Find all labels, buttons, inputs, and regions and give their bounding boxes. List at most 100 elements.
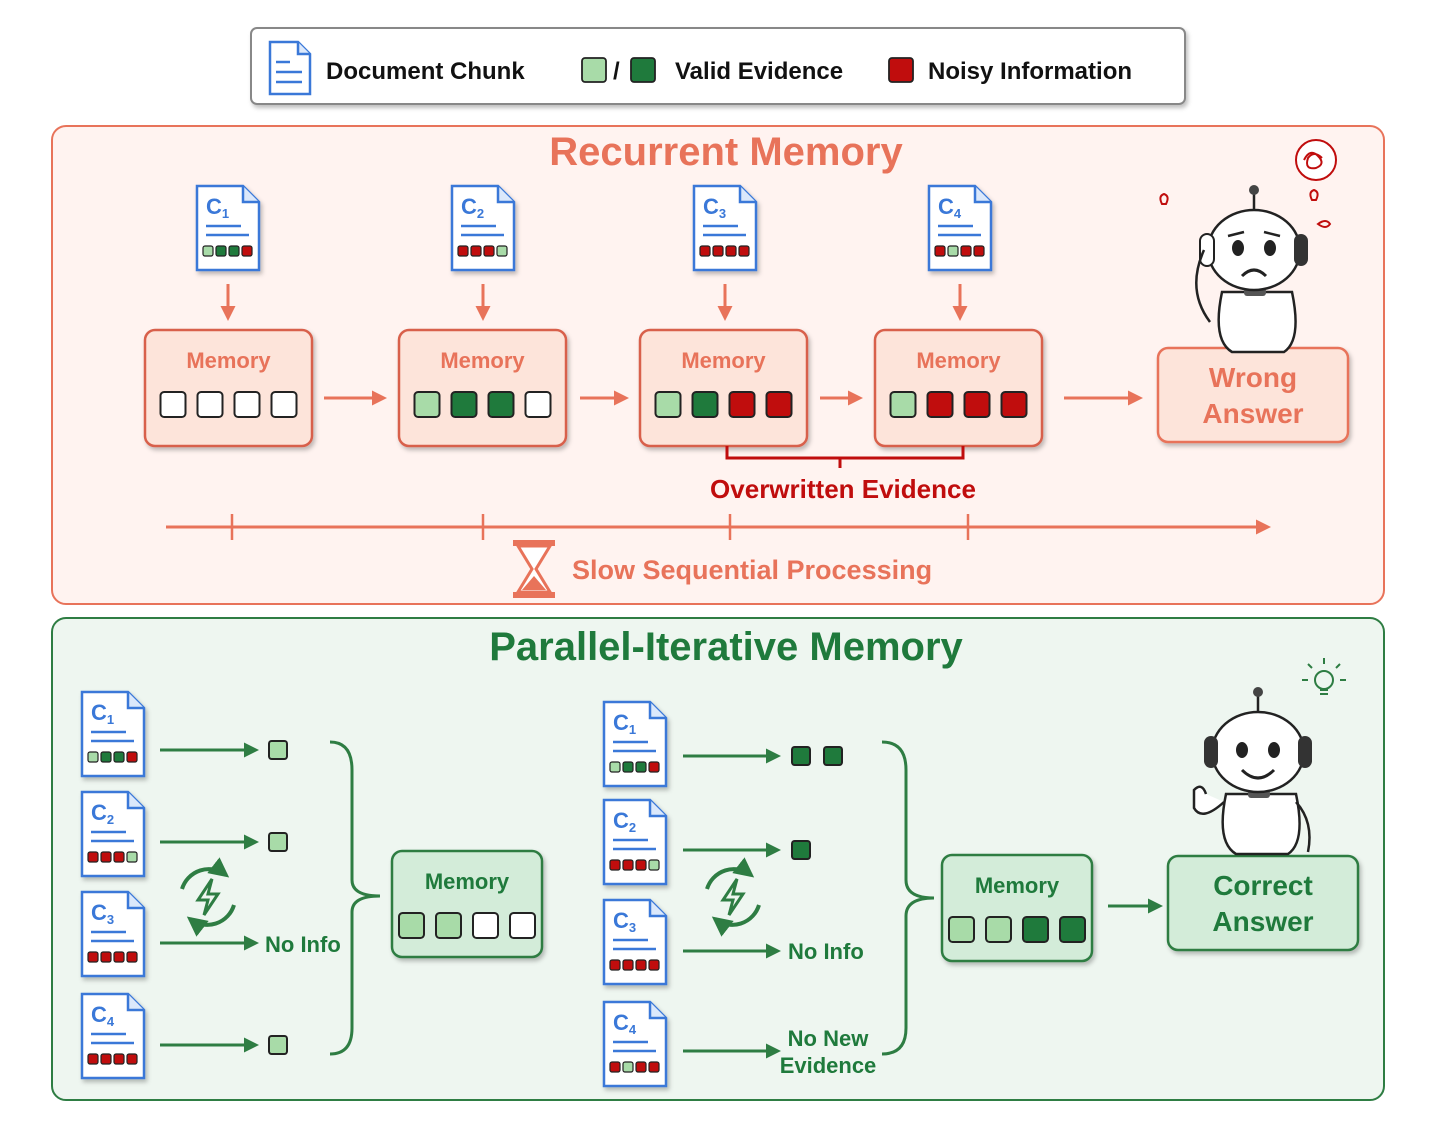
memory-slot [472,912,499,939]
chunk-letter: C [91,700,107,725]
memory-slot [926,391,954,418]
robot-frown [1240,268,1268,278]
parallel-sync-icon [180,857,236,937]
lightning-icon [195,878,221,916]
memory-slot [1059,916,1086,943]
chunk-label: C3 [613,908,636,935]
parallel-panel-bg [51,617,1385,1101]
chunk-evidence-cell [126,951,138,963]
chunk-letter: C [91,1002,107,1027]
merge-brace [329,740,381,1056]
extracted-evidence-cell [823,746,843,766]
chunk-evidence-cell [87,1053,99,1065]
chunk-subscript: 1 [629,722,636,737]
chunk-label: C2 [613,808,636,835]
chunk-subscript: 2 [107,812,114,827]
chunk-evidence-cell [622,1061,634,1073]
answer-box-bg [1166,854,1360,952]
document-chunk-icon: C4 [927,184,993,272]
document-chunk-icon: C4 [80,992,146,1080]
memory-box-bg [390,849,544,959]
legend-dark-green-swatch [630,57,656,83]
chunk-letter: C [613,1010,629,1035]
legend-box [250,27,1186,105]
thumbs-up-hand [1192,785,1225,815]
hourglass-sand [522,576,546,590]
chunk-evidence-cell [635,761,647,773]
chunk-evidence-cell [738,245,750,257]
chunk-label: C1 [613,710,636,737]
chunk-subscript: 2 [477,206,484,221]
chunk-subscript: 4 [629,1022,637,1037]
chunk-subscript: 4 [954,206,962,221]
robot-eye [1232,240,1244,256]
memory-slot [487,391,515,418]
cycle-arrow-top [705,857,755,890]
memory-slot [413,391,441,418]
memory-slot [450,391,478,418]
chunk-evidence-cell [635,1061,647,1073]
document-fold [126,792,144,810]
robot-eye [1268,742,1280,758]
memory-label: Memory [681,348,766,373]
chunk-evidence-cell [126,851,138,863]
memory-slot [963,391,991,418]
no-new-evidence-label: Evidence [780,1053,877,1078]
robot-eye [1236,742,1248,758]
answer-line-2: Answer [1212,906,1313,937]
chunk-subscript: 2 [629,820,636,835]
document-fold [241,186,259,204]
parallel-title: Parallel-Iterative Memory [489,625,963,669]
document-chunk-icon: C1 [195,184,261,272]
chunk-evidence-cell [483,245,495,257]
memory-slot [985,916,1012,943]
chunk-evidence-cell [609,761,621,773]
chunk-evidence-cell [635,959,647,971]
legend-valid-label: Valid Evidence [675,58,843,85]
chunk-evidence-cell [934,245,946,257]
chunk-letter: C [461,194,477,219]
chunk-subscript: 3 [107,912,114,927]
memory-slot [948,916,975,943]
chunk-evidence-cell [202,245,214,257]
memory-slot [728,391,756,418]
chunk-evidence-cell [241,245,253,257]
document-fold [126,892,144,910]
memory-slot [509,912,536,939]
timeline-label: Slow Sequential Processing [572,555,932,585]
hourglass-glass [515,544,553,594]
chunk-evidence-cell [228,245,240,257]
no-info-label: No Info [788,939,864,964]
chunk-subscript: 1 [107,712,114,727]
document-fold [648,900,666,918]
memory-label: Memory [186,348,271,373]
answer-line-2: Answer [1202,398,1303,429]
memory-slot [524,391,552,418]
chunk-evidence-cell [622,859,634,871]
memory-box-bg [873,328,1044,448]
chunk-letter: C [613,710,629,735]
chunk-subscript: 3 [719,206,726,221]
chunk-evidence-cell [100,951,112,963]
overwritten-bracket [725,446,965,468]
memory-slot [159,391,187,418]
chunk-evidence-cell [87,751,99,763]
extracted-evidence-cell [268,1035,288,1055]
legend-slash: / [613,58,620,85]
chunk-evidence-cell [712,245,724,257]
legend-document-icon [268,40,312,96]
memory-slot [765,391,793,418]
memory-label: Memory [916,348,1001,373]
chunk-evidence-cell [87,851,99,863]
chunk-letter: C [91,800,107,825]
extracted-evidence-cell [268,832,288,852]
chunk-evidence-cell [648,959,660,971]
chunk-evidence-cell [947,245,959,257]
extracted-evidence-cell [791,840,811,860]
chunk-evidence-cell [87,951,99,963]
document-fold [126,994,144,1012]
extracted-evidence-cell [791,746,811,766]
antenna-tip [1253,687,1263,697]
